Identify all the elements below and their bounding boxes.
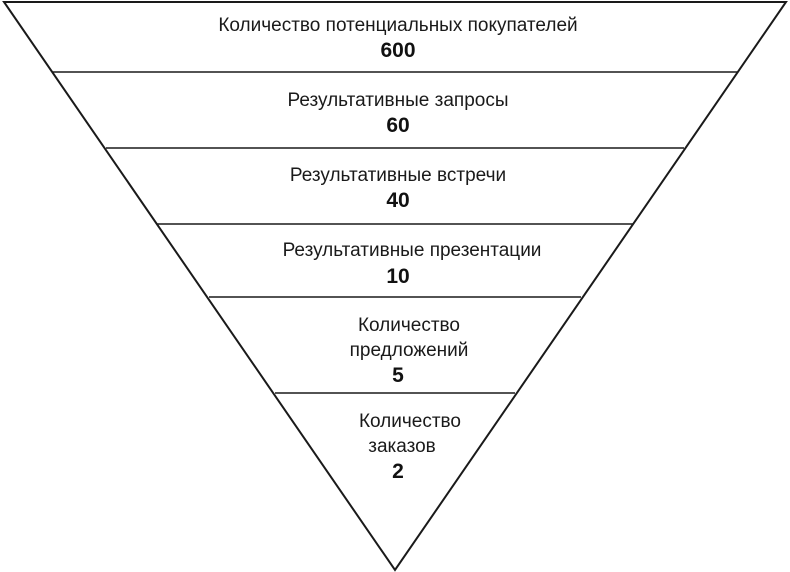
funnel-stage: Количество заказов 2 — [359, 411, 461, 483]
funnel-stage: Результативные презентации 10 — [283, 240, 542, 288]
stage-value: 40 — [386, 189, 409, 212]
stage-value: 600 — [380, 39, 415, 62]
funnel-stage: Количество потенциальных покупателей 600 — [218, 15, 577, 62]
stage-label: Количество — [358, 315, 460, 336]
stage-label: предложений — [350, 340, 469, 361]
stage-value: 5 — [392, 364, 404, 387]
stage-label: Результативные встречи — [290, 165, 506, 186]
stage-value: 10 — [386, 265, 409, 288]
stage-label: Результативные презентации — [283, 240, 542, 261]
stage-label: Количество потенциальных покупателей — [218, 15, 577, 36]
stage-label: Количество — [359, 411, 461, 432]
stage-value: 60 — [386, 114, 409, 137]
funnel-stage: Количество предложений 5 — [350, 315, 469, 387]
funnel-stage: Результативные запросы 60 — [288, 90, 509, 137]
funnel-stage: Результативные встречи 40 — [290, 165, 506, 212]
stage-value: 2 — [392, 460, 404, 483]
stage-label: заказов — [368, 436, 436, 457]
stage-label: Результативные запросы — [288, 90, 509, 111]
